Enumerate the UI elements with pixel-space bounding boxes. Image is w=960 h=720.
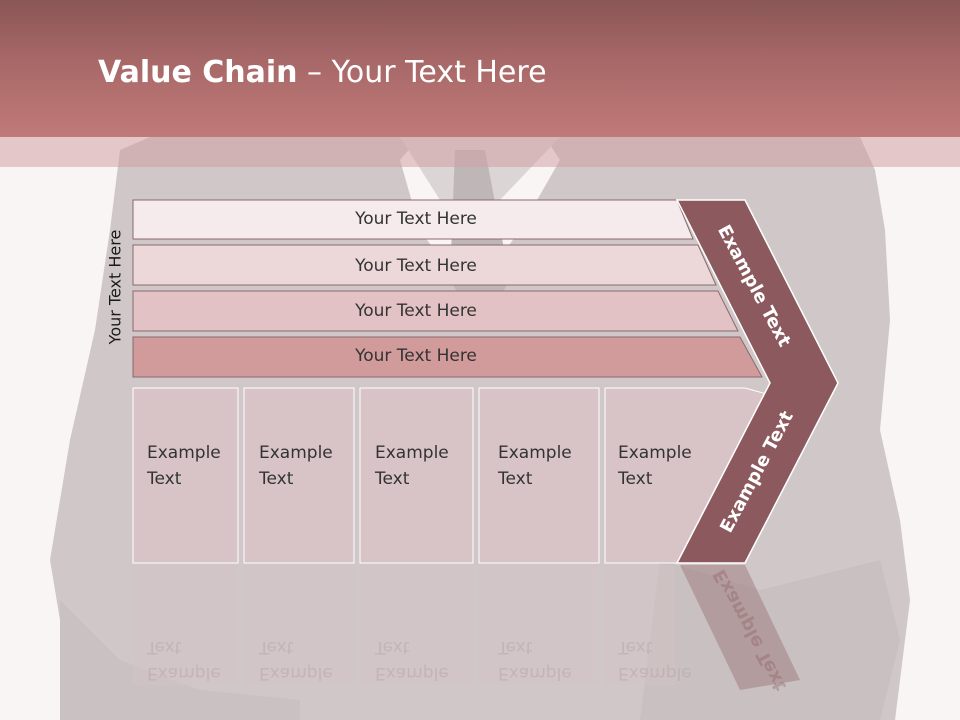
column-reflection-5: Example Text [618,634,692,686]
header-band [0,0,960,137]
column-label-1-line1: Example [147,443,221,463]
column-reflection-3-line2: Text [375,637,410,657]
column-reflection-1: Example Text [147,634,221,686]
column-label-2-line2: Text [259,469,294,489]
row-bar-1 [132,199,694,240]
column-label-1-line2: Text [147,469,182,489]
column-reflection-4: Example Text [498,634,572,686]
row-bar-4 [132,336,763,378]
column-reflection-4-line1: Example [498,663,572,683]
column-label-4-line2: Text [498,469,533,489]
column-reflection-1-line2: Text [147,637,182,657]
column-reflection-2: Example Text [259,634,333,686]
column-label-4-line1: Example [498,443,572,463]
row-label-1: Your Text Here [355,209,477,229]
column-reflection-4-line2: Text [498,637,533,657]
column-box-4 [478,387,600,564]
title-rest: – Your Text Here [297,55,547,90]
column-reflection-2-line1: Example [259,663,333,683]
header-subband [0,137,960,167]
column-label-5-line2: Text [618,469,653,489]
column-reflection-3-line1: Example [375,663,449,683]
column-reflection-3: Example Text [375,634,449,686]
column-box-3 [359,387,474,564]
column-label-5-line1: Example [618,443,692,463]
column-label-3-line2: Text [375,469,410,489]
column-reflection-1-line1: Example [147,663,221,683]
row-bar-2 [132,244,717,286]
title-bold: Value Chain [98,55,298,90]
columns-reflection [133,565,800,690]
row-bar-3 [132,290,739,332]
column-label-3-line1: Example [375,443,449,463]
row-label-4: Your Text Here [355,346,477,366]
column-label-2-line1: Example [259,443,333,463]
column-box-1 [132,387,239,564]
column-reflection-2-line2: Text [259,637,294,657]
column-reflection-5-line2: Text [618,637,653,657]
chevron-arrow [675,199,839,564]
column-box-2 [243,387,355,564]
row-label-2: Your Text Here [355,256,477,276]
row-label-3: Your Text Here [355,301,477,321]
column-reflection-5-line1: Example [618,663,692,683]
slide-title: Value Chain – Your Text Here [98,55,547,95]
